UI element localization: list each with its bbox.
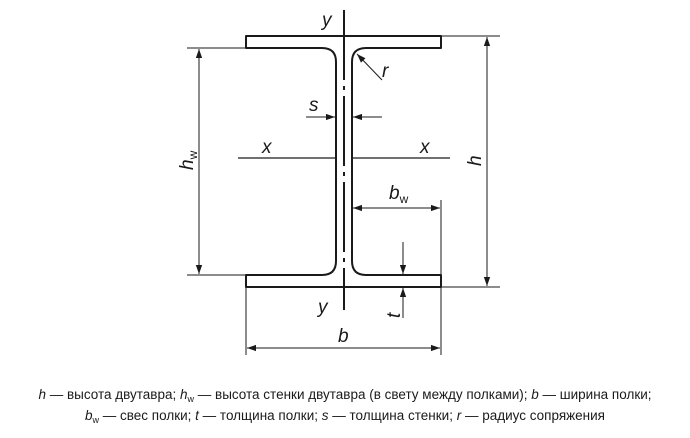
legend-caption: h — высота двутавра; hw — высота стенки … [0,385,690,427]
legend-text: — радиус сопряжения [461,408,605,423]
legend-symbol: h [38,387,46,402]
legend-subscript: w [187,394,195,404]
y-axis-bottom-label: y [316,297,329,318]
legend-symbol: b [85,408,93,423]
hw-label: hw [177,150,200,170]
legend-text: — высота двутавра; [45,387,180,402]
x-axis-right-label: x [419,137,431,158]
x-axis-left-label: x [261,137,273,158]
legend-symbol: s [321,408,329,423]
legend-line-1: h — высота двутавра; hw — высота стенки … [0,385,690,406]
r-label: r [382,61,389,82]
h-label: h [465,155,486,166]
extension-lines [187,35,500,355]
y-axis-top-label: y [320,10,333,31]
legend-subscript: w [92,415,100,425]
legend-symbol: t [195,408,199,423]
b-label: b [338,326,349,347]
legend-symbol: b [531,387,539,402]
legend-text: — свес полки; [99,408,196,423]
legend-text: — ширина полки; [538,387,652,402]
i-beam-cross-section-drawing: y y x x r s t h hw b bw [177,10,500,355]
legend-line-2: bw — свес полки; t — толщина полки; s — … [0,406,690,427]
s-label: s [309,95,319,116]
legend-symbol: r [456,408,462,423]
r-leader-line [356,53,383,81]
legend-text: — толщина полки; [198,408,322,423]
legend-symbol: h [180,387,188,402]
legend-text: — высота стенки двутавра (в свету между … [194,387,532,402]
bw-label: bw [389,183,409,206]
t-label: t [384,312,405,318]
legend-text: — толщина стенки; [328,408,457,423]
